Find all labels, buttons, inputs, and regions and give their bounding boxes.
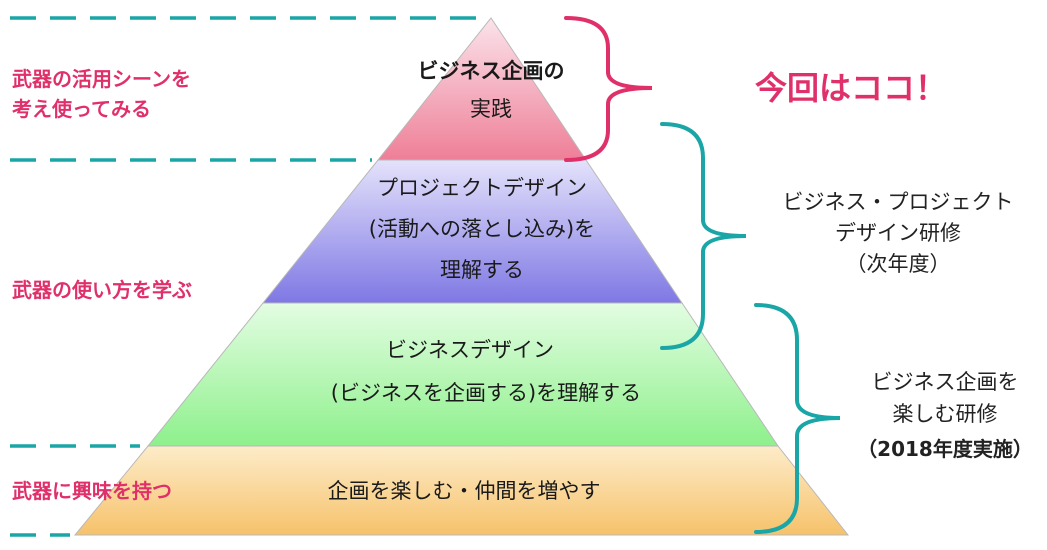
level-lower-mid-line-1: ビジネスデザイン <box>386 338 554 362</box>
right-label-enjoy-line-1: ビジネス企画を <box>872 370 1019 394</box>
pyramid-level-lower-mid <box>146 302 779 447</box>
left-label-interest: 武器に興味を持つ <box>12 479 172 503</box>
left-label-apply-line-1: 武器の活用シーンを <box>12 67 191 91</box>
left-label-apply-line-2: 考え使ってみる <box>12 97 151 121</box>
callout-current: 今回はココ！ <box>755 69 947 107</box>
level-top-line-2: 実践 <box>470 97 512 121</box>
level-upper-mid-line-1: プロジェクトデザイン <box>377 176 587 200</box>
level-upper-mid-line-2: (活動への落とし込み)を <box>369 217 595 241</box>
level-top-line-1: ビジネス企画の <box>418 59 565 83</box>
brace-pink <box>564 16 653 162</box>
right-label-enjoy-line-3: （2018年度実施） <box>857 437 1033 461</box>
brace-teal-lower <box>754 303 841 534</box>
right-label-project-line-1: ビジネス・プロジェクト <box>783 190 1014 214</box>
right-label-project-line-3: （次年度） <box>846 252 951 276</box>
level-base-line-1: 企画を楽しむ・仲間を増やす <box>328 479 601 503</box>
level-upper-mid-line-3: 理解する <box>440 258 524 282</box>
level-lower-mid-line-2: (ビジネスを企画する)を理解する <box>331 381 641 405</box>
right-label-enjoy-line-2: 楽しむ研修 <box>893 402 998 426</box>
pyramid-level-base <box>73 445 850 536</box>
pyramid-level-top <box>376 17 587 161</box>
right-label-project-line-2: デザイン研修 <box>835 221 961 245</box>
brace-teal-upper <box>660 122 747 350</box>
left-label-learn: 武器の使い方を学ぶ <box>12 278 192 302</box>
